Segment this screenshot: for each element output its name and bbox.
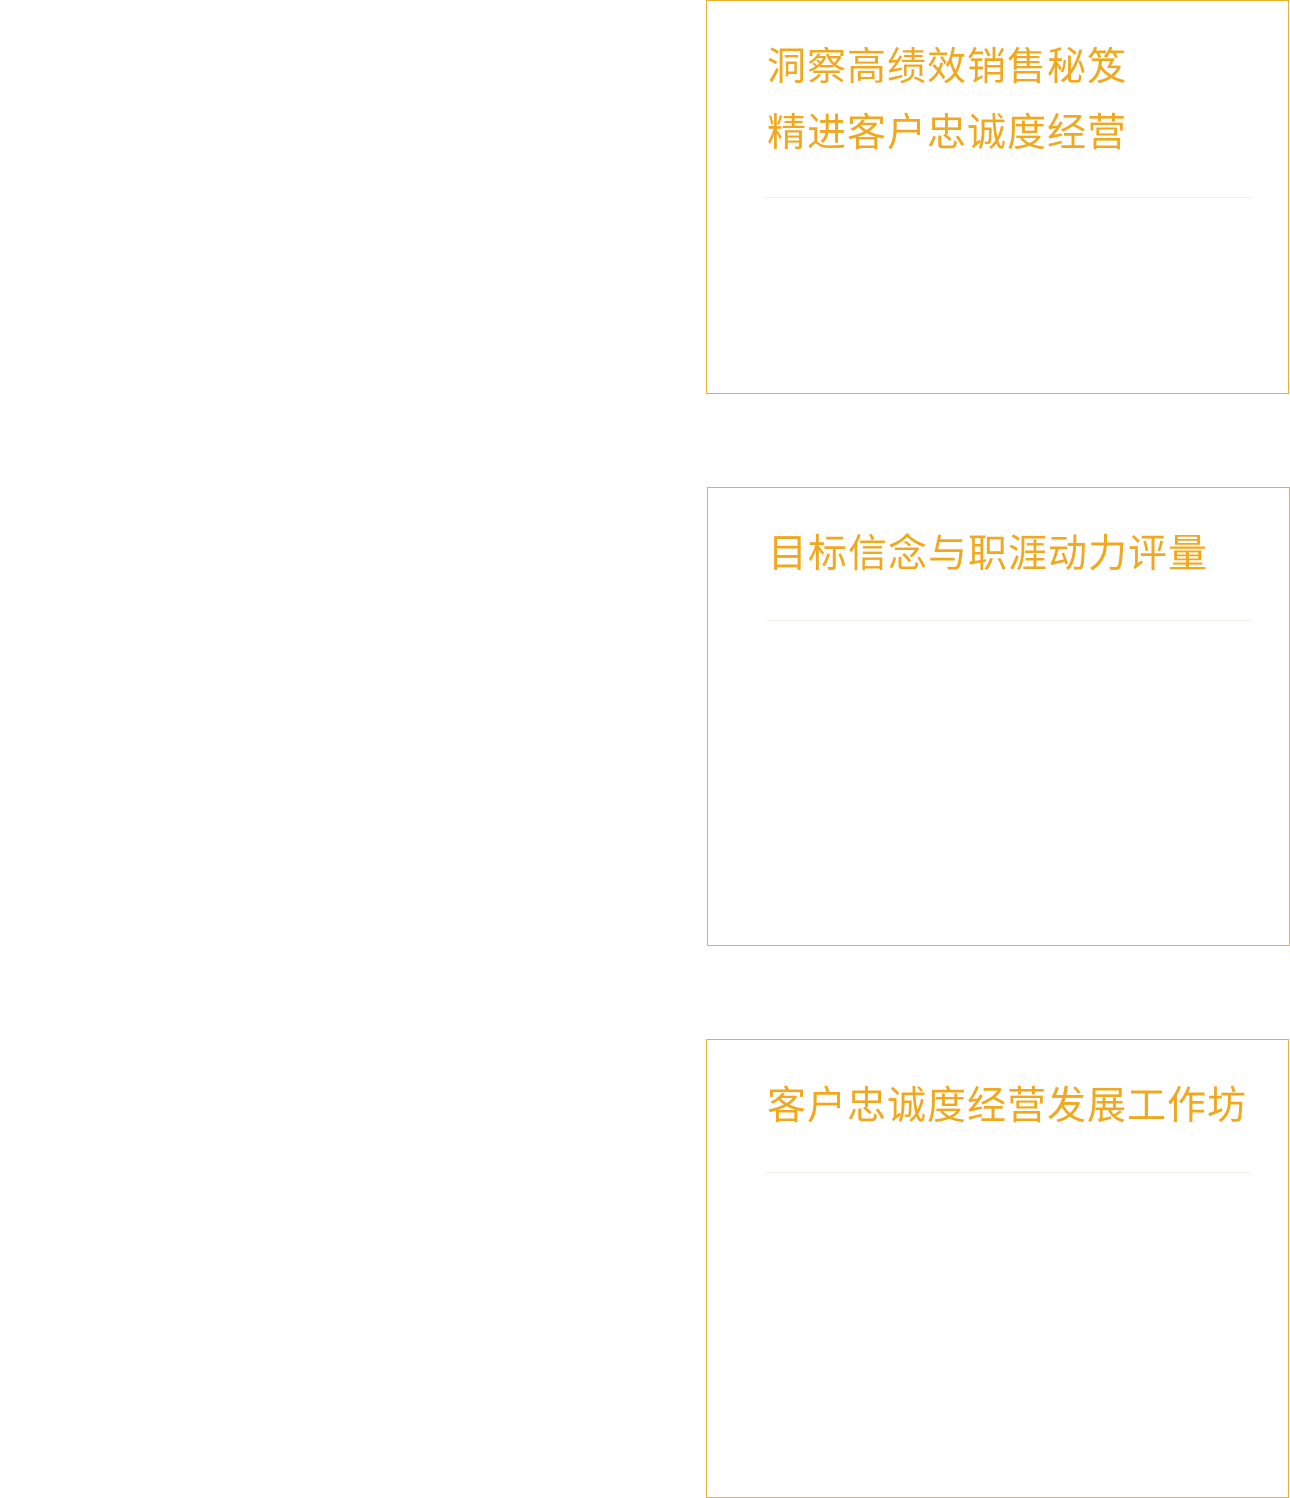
- card-divider: [765, 1172, 1251, 1173]
- card-divider: [766, 620, 1252, 621]
- card-title: 目标信念与职涯动力评量: [768, 522, 1208, 588]
- card-title: 客户忠诚度经营发展工作坊: [767, 1074, 1247, 1140]
- course-card-career-motivation[interactable]: 目标信念与职涯动力评量: [707, 487, 1290, 946]
- card-title-line: 目标信念与职涯动力评量: [768, 532, 1209, 577]
- card-divider: [765, 197, 1251, 198]
- card-title-line: 客户忠诚度经营发展工作坊: [767, 1084, 1248, 1129]
- card-title: 洞察高绩效销售秘笈 精进客户忠诚度经营: [767, 35, 1127, 167]
- card-title-line: 精进客户忠诚度经营: [767, 111, 1128, 156]
- course-card-sales-insight[interactable]: 洞察高绩效销售秘笈 精进客户忠诚度经营: [706, 0, 1289, 394]
- card-title-line: 洞察高绩效销售秘笈: [767, 45, 1128, 90]
- course-card-loyalty-workshop[interactable]: 客户忠诚度经营发展工作坊: [706, 1039, 1289, 1498]
